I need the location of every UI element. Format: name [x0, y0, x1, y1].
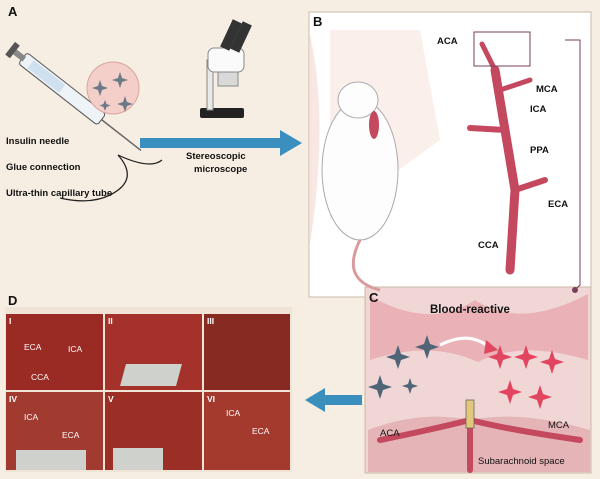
- blood-reactive-title: Blood-reactive: [430, 304, 510, 316]
- grey-particles: [368, 335, 439, 399]
- vessel-ica-label: ICA: [530, 104, 547, 115]
- arrow-a-to-b: [140, 130, 302, 156]
- photo-iii: III: [204, 314, 290, 390]
- photo-vi-ica: ICA: [226, 408, 241, 418]
- photo-iii-label: III: [207, 316, 215, 326]
- panel-c-letter: C: [369, 290, 379, 305]
- vessel-cca-label: CCA: [478, 240, 499, 251]
- photo-iv-eca: ECA: [62, 430, 80, 440]
- photo-iv-ica: ICA: [24, 412, 39, 422]
- vessel-eca-label: ECA: [548, 199, 569, 210]
- panel-d-letter: D: [8, 293, 18, 308]
- photo-i-eca: ECA: [24, 342, 42, 352]
- photo-i: I ECA ICA CCA: [6, 314, 103, 390]
- capillary-tube-label: Ultra-thin capillary tube: [6, 188, 113, 199]
- syringe-icon: [5, 41, 142, 152]
- photo-i-label: I: [9, 316, 12, 326]
- vessel-mca-label: MCA: [536, 84, 558, 95]
- photo-ii: II: [105, 314, 202, 390]
- red-particles: [488, 345, 564, 409]
- photo-vi-eca: ECA: [252, 426, 270, 436]
- photo-ii-label: II: [108, 316, 113, 326]
- arrow-c-to-d: [305, 388, 362, 412]
- rat-icon: [321, 81, 399, 292]
- photo-iv: IV ICA ECA: [6, 392, 103, 470]
- microscope-label-line2: microscope: [194, 164, 248, 175]
- vessel-aca-label: ACA: [437, 36, 458, 47]
- panel-a-letter: A: [8, 4, 18, 19]
- subarachnoid-space-label: Subarachnoid space: [478, 456, 565, 467]
- panel-c-mca-label: MCA: [548, 420, 570, 431]
- insulin-needle-label: Insulin needle: [6, 136, 70, 147]
- particle-stars: [92, 72, 133, 112]
- capillary-tube: [59, 154, 128, 202]
- vessel-tree: [467, 41, 548, 275]
- photo-vi: VI ICA ECA: [204, 392, 290, 470]
- microscope-label-line1: Stereoscopic: [186, 151, 246, 162]
- photo-i-ica: ICA: [68, 344, 83, 354]
- photo-iv-label: IV: [9, 394, 18, 404]
- panel-b-letter: B: [313, 14, 323, 29]
- glue-connection-label: Glue connection: [6, 162, 81, 173]
- vessel-ppa-label: PPA: [530, 145, 549, 156]
- photo-v: V: [105, 392, 202, 470]
- photo-v-label: V: [108, 394, 114, 404]
- microscope-icon: [200, 19, 252, 118]
- photo-vi-label: VI: [207, 394, 216, 404]
- photo-i-cca: CCA: [31, 372, 49, 382]
- panel-c-aca-label: ACA: [380, 428, 400, 439]
